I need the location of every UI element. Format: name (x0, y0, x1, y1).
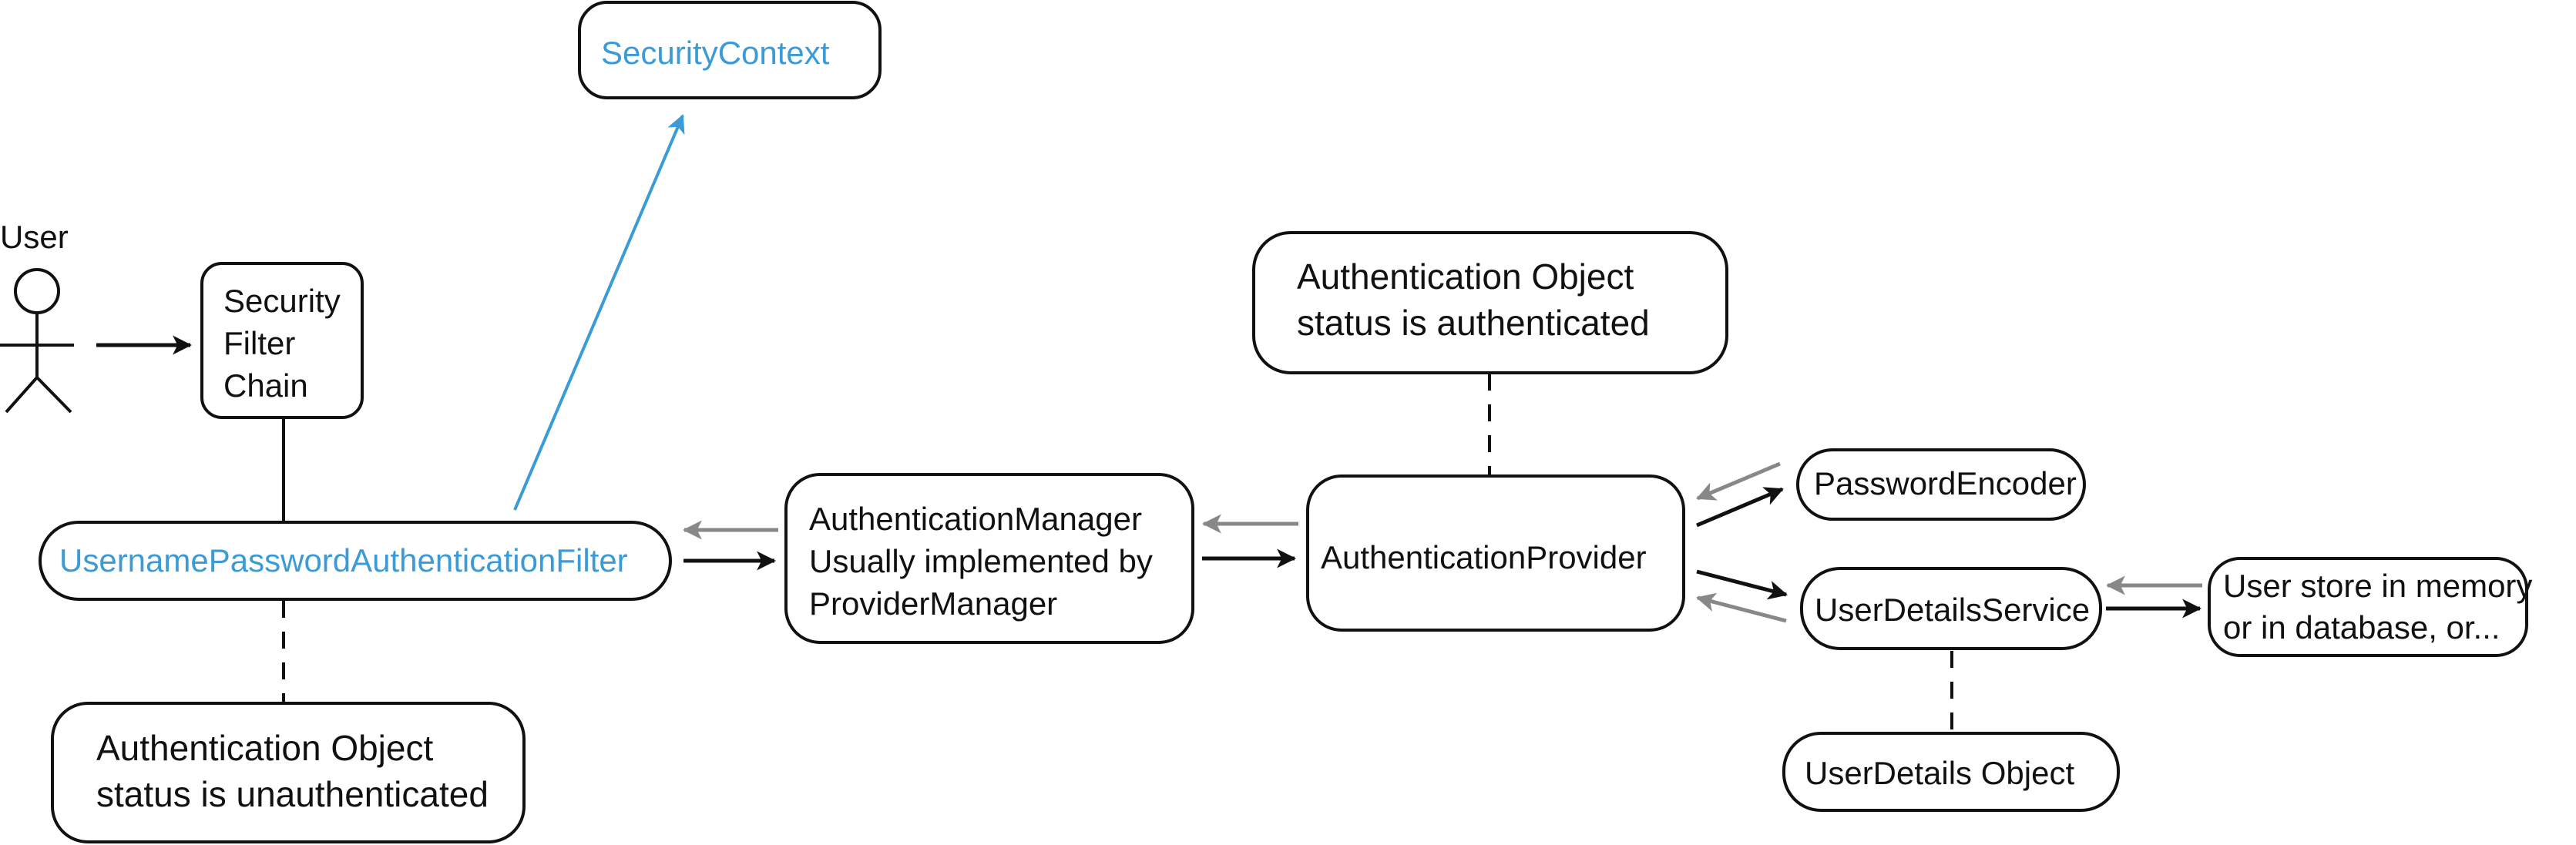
svg-text:User store in memory or: User store in memory or in database, or.… (2223, 568, 2541, 645)
svg-text:Security Filter Ch: Security Filter Chain (223, 283, 349, 404)
user-store-line-2: or in database, or... (2223, 609, 2500, 645)
manager-line-3: ProviderManager (809, 585, 1057, 622)
user-label: User (0, 219, 69, 255)
user-details-service-label: UserDetailsService (1815, 592, 2090, 628)
user-details-object-label: UserDetails Object (1805, 755, 2074, 791)
filter-to-security-context-arrow (513, 114, 685, 511)
filter-chain-line-3: Chain (223, 367, 308, 404)
password-encoder-label: PasswordEncoder (1814, 465, 2077, 501)
manager-line-2: Usually implemented by (809, 543, 1153, 579)
filter-chain-line-1: Security (223, 283, 341, 319)
svg-text:Authentication Object st: Authentication Object status is unauthen… (96, 728, 489, 814)
user-store-line-1: User store in memory (2223, 568, 2532, 604)
user-actor-icon (0, 268, 74, 414)
manager-line-1: AuthenticationManager (809, 501, 1142, 537)
user-details-service-box: UserDetailsService (1800, 567, 2102, 650)
auth-object-authenticated-box: Authentication Object status is authenti… (1252, 231, 1728, 374)
username-password-filter-box: UsernamePasswordAuthenticationFilter (39, 521, 672, 601)
authenticated-line-1: Authentication Object (1297, 257, 1634, 297)
authentication-provider-box: AuthenticationProvider (1306, 474, 1685, 632)
user-store-box: User store in memory or in database, or.… (2208, 557, 2541, 657)
security-context-box: SecurityContext (578, 1, 882, 99)
authentication-provider-label: AuthenticationProvider (1321, 539, 1647, 575)
security-context-label: SecurityContext (601, 35, 830, 71)
provider-to-encoder-arrow (1696, 487, 1784, 528)
unauthenticated-line-2: status is unauthenticated (96, 774, 489, 814)
security-filter-chain-box: Security Filter Chain (200, 262, 364, 419)
svg-text:AuthenticationManager Us: AuthenticationManager Usually implemente… (809, 501, 1162, 622)
unauthenticated-line-1: Authentication Object (96, 728, 433, 768)
user-details-service-to-provider-return-arrow (1695, 592, 1787, 623)
user-details-object-box: UserDetails Object (1782, 732, 2120, 812)
filter-chain-line-2: Filter (223, 325, 295, 361)
encoder-to-provider-return-arrow (1696, 461, 1781, 501)
svg-text:Authentication Object st: Authentication Object status is authenti… (1297, 257, 1650, 343)
password-encoder-box: PasswordEncoder (1796, 448, 2086, 521)
provider-to-user-details-service-arrow (1696, 569, 1788, 600)
authentication-manager-box: AuthenticationManager Usually implemente… (784, 473, 1194, 644)
authenticated-line-2: status is authenticated (1297, 303, 1650, 343)
username-password-filter-label: UsernamePasswordAuthenticationFilter (59, 542, 628, 578)
auth-object-unauthenticated-box: Authentication Object status is unauthen… (51, 702, 526, 843)
